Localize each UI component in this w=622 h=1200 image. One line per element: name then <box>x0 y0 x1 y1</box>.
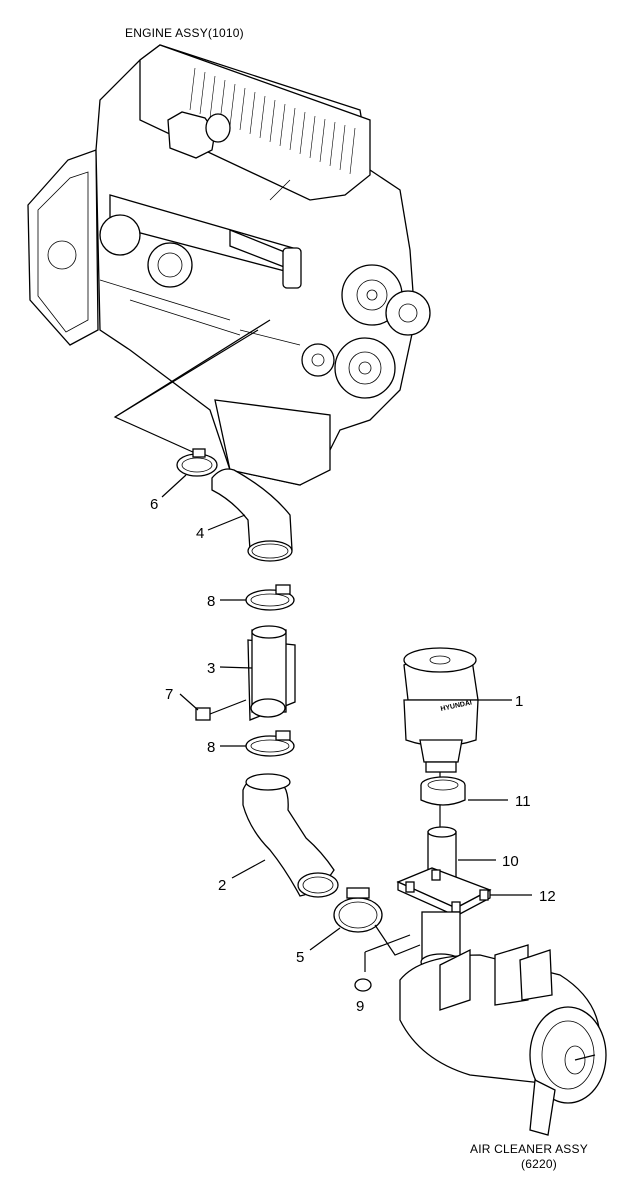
hose-2 <box>242 773 339 898</box>
clamp-5 <box>333 887 383 933</box>
part-label-5: 5 <box>296 949 304 966</box>
part-label-8-lower: 8 <box>207 739 215 756</box>
clamp-8-lower <box>245 730 295 757</box>
part-label-4: 4 <box>196 525 204 542</box>
engine-assy-caption: ENGINE ASSY(1010) <box>125 26 244 40</box>
part-label-7: 7 <box>165 686 173 703</box>
cap-9 <box>354 934 411 992</box>
part-label-3: 3 <box>207 660 215 677</box>
part-label-9: 9 <box>356 998 364 1015</box>
hose-4 <box>211 468 293 562</box>
part-label-8-upper: 8 <box>207 593 215 610</box>
air-cleaner-caption-line1: AIR CLEANER ASSY <box>470 1142 588 1156</box>
plate-12 <box>396 867 492 918</box>
engine-assembly <box>27 44 431 486</box>
air-cleaner-assembly <box>399 911 607 1136</box>
pre-cleaner-1 <box>403 647 479 773</box>
clamp-8-upper <box>245 584 295 611</box>
bolt-7 <box>195 699 247 721</box>
part-label-11: 11 <box>515 793 531 810</box>
air-cleaner-caption-line2: (6220) <box>521 1157 557 1171</box>
adapter-3 <box>247 625 296 721</box>
ring-11 <box>420 776 466 806</box>
part-label-10: 10 <box>502 853 519 870</box>
part-label-2: 2 <box>218 877 226 894</box>
clamp-6 <box>176 448 218 477</box>
part-label-6: 6 <box>150 496 158 513</box>
part-label-1: 1 <box>515 693 523 710</box>
part-label-12: 12 <box>539 888 556 905</box>
